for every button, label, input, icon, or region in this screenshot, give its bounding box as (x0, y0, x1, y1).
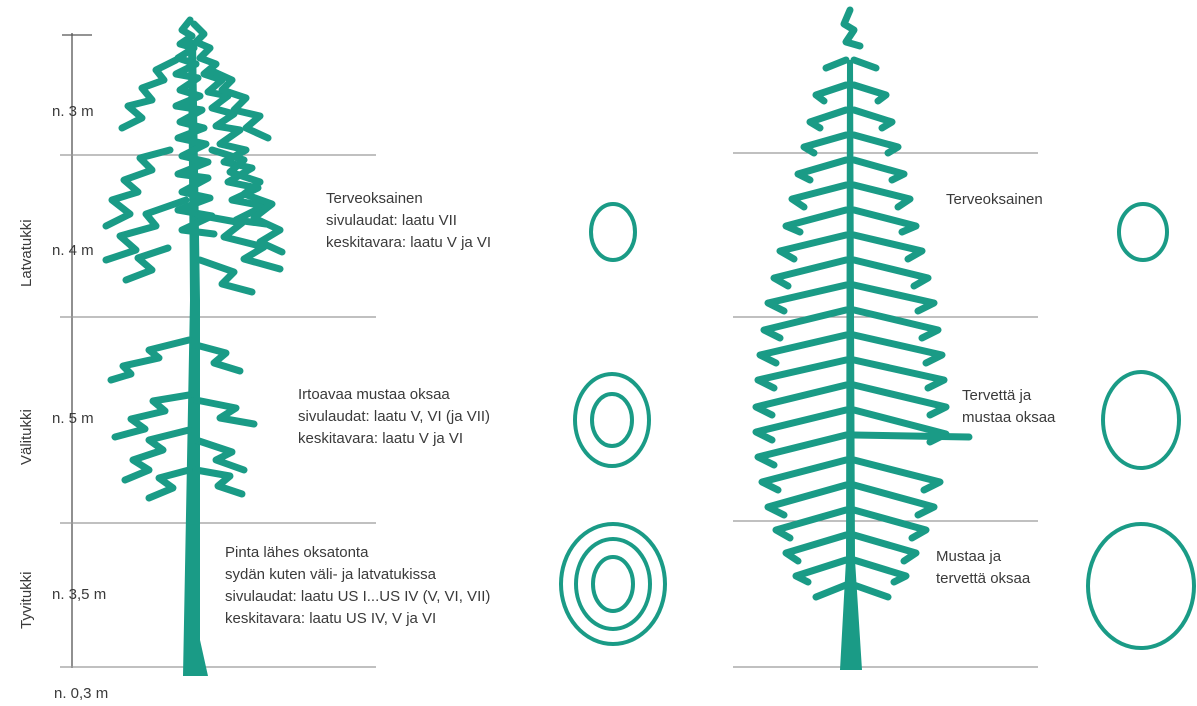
spruce-branches (756, 10, 969, 597)
height-label-stump: n. 0,3 m (54, 686, 108, 701)
desc-line: Terveoksainen (326, 188, 491, 210)
ring-valitukki-inner (592, 394, 632, 446)
log-label-valitukki: Välitukki (18, 409, 35, 465)
spruce-trunk (840, 60, 862, 670)
desc-line: keskitavara: laatu V ja VI (326, 232, 491, 254)
height-label-top: n. 3 m (52, 104, 94, 119)
desc-line: tervettä oksaa (936, 568, 1030, 590)
desc-line: keskitavara: laatu US IV, V ja VI (225, 608, 490, 630)
height-scale (62, 33, 92, 668)
desc-line: sivulaudat: laatu US I...US IV (V, VI, V… (225, 586, 490, 608)
desc-line: mustaa oksaa (962, 407, 1055, 429)
right-desc-bottom: Mustaa ja tervettä oksaa (936, 546, 1030, 590)
desc-line: keskitavara: laatu V ja VI (298, 428, 490, 450)
left-desc-tyvitukki: Pinta lähes oksatonta sydän kuten väli- … (225, 542, 490, 630)
height-label-tyvi: n. 3,5 m (52, 587, 106, 602)
height-label-latva: n. 4 m (52, 243, 94, 258)
right-cross-sections (1088, 204, 1194, 648)
left-cross-sections (561, 204, 665, 644)
right-desc-top: Terveoksainen (946, 189, 1043, 211)
desc-line: sydän kuten väli- ja latvatukissa (225, 564, 490, 586)
ring-bottom (1088, 524, 1194, 648)
desc-line: sivulaudat: laatu V, VI (ja VII) (298, 406, 490, 428)
left-desc-latvatukki: Terveoksainen sivulaudat: laatu VII kesk… (326, 188, 491, 254)
left-desc-valitukki: Irtoavaa mustaa oksaa sivulaudat: laatu … (298, 384, 490, 450)
ring-middle (1103, 372, 1179, 468)
desc-line: Tervettä ja (962, 385, 1055, 407)
ring-latvatukki (591, 204, 635, 260)
desc-line: Terveoksainen (946, 189, 1043, 211)
right-desc-middle: Tervettä ja mustaa oksaa (962, 385, 1055, 429)
ring-tyvitukki-inner (593, 557, 633, 611)
log-label-tyvitukki: Tyvitukki (18, 571, 35, 629)
ring-tyvitukki-mid (576, 539, 650, 629)
ring-valitukki-outer (575, 374, 649, 466)
desc-line: sivulaudat: laatu VII (326, 210, 491, 232)
desc-line: Mustaa ja (936, 546, 1030, 568)
height-label-vali: n. 5 m (52, 411, 94, 426)
ring-top (1119, 204, 1167, 260)
desc-line: Irtoavaa mustaa oksaa (298, 384, 490, 406)
desc-line: Pinta lähes oksatonta (225, 542, 490, 564)
log-label-latvatukki: Latvatukki (18, 219, 35, 287)
